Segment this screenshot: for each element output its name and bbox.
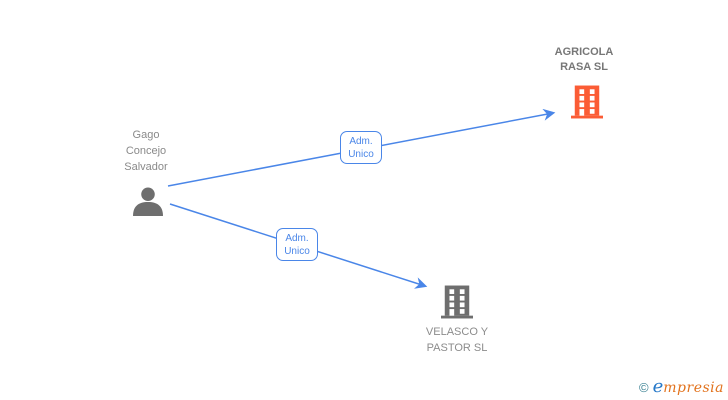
brand-initial: e — [652, 376, 664, 397]
company-name-line: VELASCO Y — [425, 326, 489, 338]
person-name-line: Salvador — [124, 161, 168, 173]
edge-label-adm-unico-velasco: Adm. Unico — [276, 228, 318, 261]
company-name-line: AGRICOLA — [554, 46, 614, 58]
edge-label-line: Adm. — [349, 135, 373, 147]
person-name-label: Gago Concejo Salvador — [96, 127, 196, 175]
edge-label-line: Unico — [348, 148, 374, 160]
building-icon-velasco[interactable] — [441, 285, 473, 319]
person-name-line: Gago — [132, 129, 160, 141]
brand-name: mpresia — [663, 380, 724, 396]
person-name-line: Concejo — [125, 145, 167, 157]
company-name-agricola: AGRICOLA RASA SL — [534, 45, 634, 75]
edge-label-line: Adm. — [285, 232, 309, 244]
edge-label-adm-unico-agricola: Adm. Unico — [340, 131, 382, 164]
building-icon-agricola[interactable] — [571, 85, 603, 119]
copyright-icon: © — [639, 380, 649, 395]
edge-label-line: Unico — [284, 245, 310, 257]
company-name-velasco: VELASCO Y PASTOR SL — [407, 324, 507, 356]
person-icon[interactable] — [129, 187, 167, 216]
company-name-line: PASTOR SL — [426, 342, 488, 354]
empresia-logo[interactable]: © e mpresia — [639, 376, 724, 397]
company-name-line: RASA SL — [560, 61, 608, 73]
